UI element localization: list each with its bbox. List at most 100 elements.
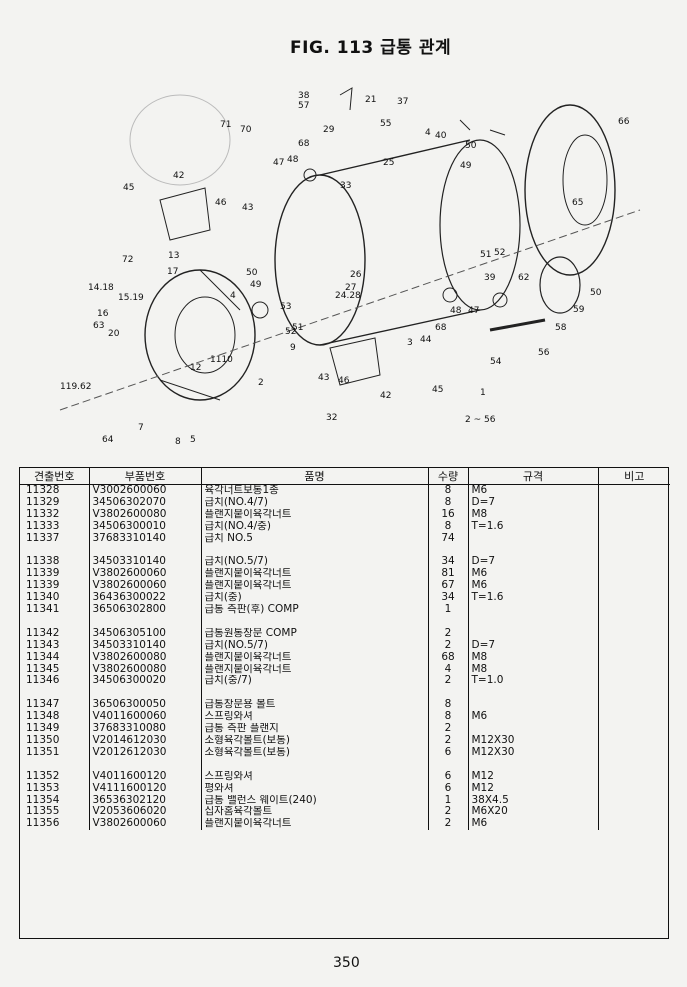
- cell-part-no: 36436300022: [89, 592, 202, 605]
- cell-quantity: 1: [428, 794, 469, 807]
- cell-part-no: [89, 758, 202, 771]
- cell-ref-no: 11344: [20, 651, 90, 664]
- svg-text:62: 62: [518, 273, 529, 283]
- cell-remarks: [598, 699, 670, 711]
- figure-title: FIG. 113 급통 관계: [290, 38, 452, 58]
- svg-text:13: 13: [168, 251, 179, 261]
- cell-quantity: 8: [428, 520, 469, 533]
- cell-part-no: V3002600060: [89, 484, 202, 497]
- cell-part-name: 급치(중): [201, 592, 429, 605]
- cell-remarks: [598, 795, 670, 807]
- svg-text:119.62: 119.62: [60, 382, 92, 392]
- cell-quantity: [428, 615, 469, 628]
- svg-text:24.28: 24.28: [335, 291, 361, 301]
- cell-part-name: 스프링와셔: [201, 770, 429, 783]
- cell-remarks: [598, 687, 670, 699]
- svg-text:29: 29: [323, 125, 335, 135]
- cell-remarks: [598, 711, 670, 723]
- cell-part-no: 36506300050: [89, 699, 202, 712]
- svg-text:25: 25: [383, 158, 394, 168]
- cell-quantity: 81: [428, 568, 469, 581]
- cell-remarks: [598, 735, 670, 747]
- svg-text:68: 68: [298, 139, 310, 149]
- cell-ref-no: 11339: [20, 580, 90, 593]
- cell-spec: M12: [468, 782, 599, 795]
- cell-part-name: 플랜지붙이육각너트: [201, 818, 429, 831]
- cell-quantity: 2: [428, 723, 469, 735]
- cell-quantity: 6: [428, 746, 469, 759]
- table-row: [20, 544, 670, 557]
- cell-remarks: [598, 628, 670, 640]
- cell-ref-no: 11328: [20, 484, 90, 497]
- cell-part-name: 십자홈육각볼트: [201, 806, 429, 819]
- cell-quantity: 68: [428, 651, 469, 664]
- cell-part-name: 플랜지붙이육각너트: [201, 580, 429, 593]
- cell-quantity: 6: [428, 782, 469, 795]
- svg-text:42: 42: [380, 391, 391, 401]
- cell-part-name: [201, 687, 429, 700]
- svg-text:39: 39: [484, 273, 496, 283]
- cell-ref-no: [20, 687, 90, 700]
- cell-ref-no: 11333: [20, 520, 90, 533]
- svg-text:32: 32: [326, 413, 337, 423]
- cell-part-no: 36536302120: [89, 794, 202, 807]
- cell-remarks: [598, 675, 670, 687]
- page-number: 350: [333, 955, 360, 971]
- cell-ref-no: 11343: [20, 639, 90, 652]
- cell-ref-no: 11347: [20, 699, 90, 712]
- table-row: [20, 615, 670, 628]
- cell-part-name: 플랜지붙이육각너트: [201, 568, 429, 581]
- cell-part-name: 플랜지붙이육각너트: [201, 663, 429, 676]
- cell-spec: 38X4.5: [468, 794, 599, 807]
- svg-text:65: 65: [572, 198, 583, 208]
- svg-text:57: 57: [298, 101, 309, 111]
- svg-text:45: 45: [123, 183, 134, 193]
- svg-text:47: 47: [273, 158, 284, 168]
- cell-quantity: 2: [428, 818, 469, 831]
- svg-text:42: 42: [173, 171, 184, 181]
- cell-ref-no: 11352: [20, 770, 90, 783]
- cell-remarks: [598, 509, 670, 521]
- svg-text:2 ~ 56: 2 ~ 56: [465, 415, 496, 425]
- cell-spec: D=7: [468, 556, 599, 569]
- cell-quantity: 8: [428, 699, 469, 712]
- cell-quantity: 67: [428, 580, 469, 593]
- svg-text:48: 48: [450, 306, 462, 316]
- cell-part-no: V3802600060: [89, 568, 202, 581]
- cell-remarks: [598, 806, 670, 818]
- cell-remarks: [598, 640, 670, 652]
- svg-text:21: 21: [365, 95, 376, 105]
- cell-part-name: 육각너트보통1종: [201, 484, 429, 497]
- cell-part-no: 34506305100: [89, 627, 202, 640]
- cell-spec: [468, 687, 599, 700]
- cell-spec: [468, 627, 599, 640]
- cell-part-no: [89, 544, 202, 557]
- cell-part-name: 급치 NO.5: [201, 532, 429, 545]
- cell-part-name: [201, 758, 429, 771]
- cell-remarks: [598, 759, 670, 771]
- cell-part-no: V2012612030: [89, 746, 202, 759]
- svg-text:53: 53: [280, 302, 291, 312]
- col-header-part-no: 부품번호: [89, 468, 202, 485]
- svg-text:9: 9: [290, 343, 296, 353]
- svg-text:20: 20: [108, 329, 120, 339]
- svg-text:17: 17: [167, 267, 178, 277]
- cell-quantity: 34: [428, 592, 469, 605]
- cell-remarks: [598, 568, 670, 580]
- cell-quantity: 74: [428, 532, 469, 545]
- cell-part-name: 플랜지붙이육각너트: [201, 508, 429, 521]
- svg-text:68: 68: [435, 323, 447, 333]
- cell-part-no: V3802600080: [89, 663, 202, 676]
- cell-spec: M6X20: [468, 806, 599, 819]
